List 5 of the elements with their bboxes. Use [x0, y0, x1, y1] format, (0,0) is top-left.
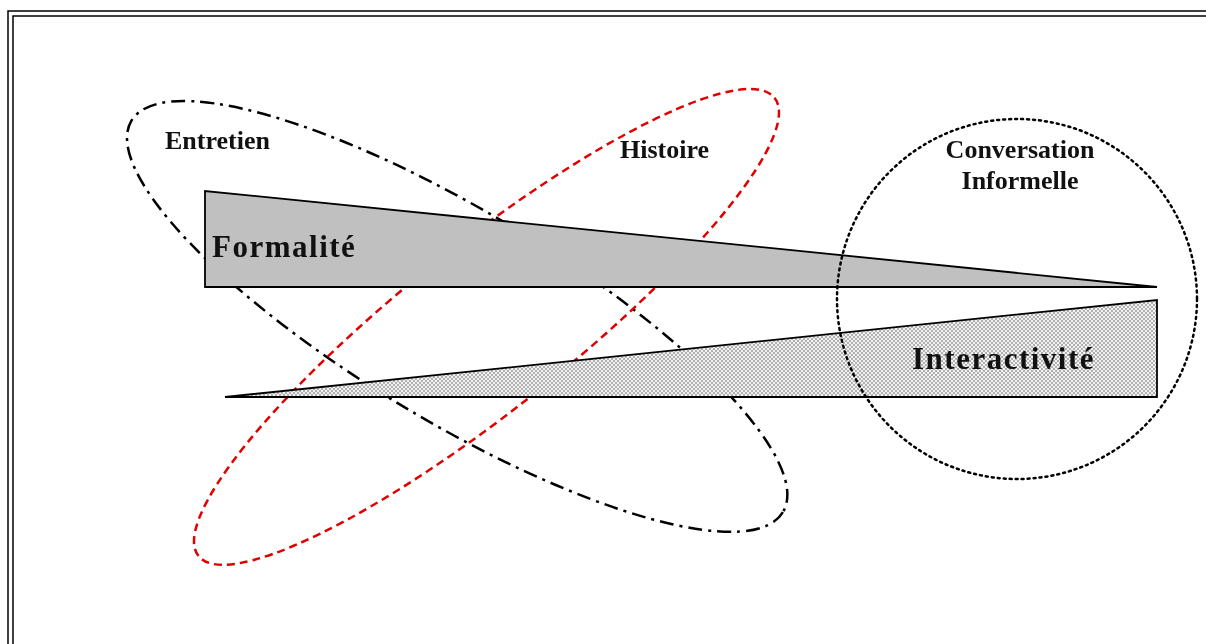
node-label: Histoire	[620, 134, 710, 166]
node-label: Interactivité	[912, 340, 1096, 378]
node-label: Formalité	[212, 228, 357, 266]
node-label: Entretien	[165, 125, 270, 157]
node-label: Conversation Informelle	[944, 134, 1096, 197]
